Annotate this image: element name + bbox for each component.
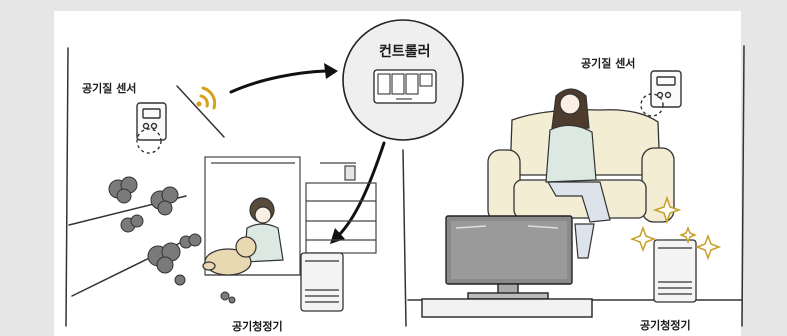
sensor-label-right: 공기질 센서 bbox=[581, 57, 636, 70]
sensor-label-left: 공기질 센서 bbox=[82, 82, 137, 95]
left-wall-line bbox=[65, 47, 69, 327]
controller-label: 컨트롤러 bbox=[379, 44, 431, 60]
right-wall-line bbox=[741, 45, 745, 327]
purifier-label-right: 공기청정기 bbox=[640, 319, 691, 332]
air-quality-sensor-right bbox=[640, 70, 682, 117]
dust-clouds bbox=[108, 176, 236, 304]
purifier-label-left: 공기청정기 bbox=[232, 320, 283, 333]
ceiling-line bbox=[176, 85, 225, 138]
divider-line bbox=[402, 149, 407, 327]
air-purifier-right bbox=[653, 239, 697, 303]
air-purifier-left bbox=[300, 252, 344, 312]
sparkle-icons bbox=[629, 195, 722, 261]
dog bbox=[202, 236, 257, 276]
air-quality-sensor-left bbox=[136, 102, 167, 154]
wireless-signal-icon bbox=[196, 86, 217, 110]
television bbox=[421, 215, 593, 318]
arrow-to-controller bbox=[229, 63, 338, 94]
woman bbox=[545, 88, 611, 259]
controller-bubble bbox=[342, 19, 464, 141]
bookshelf bbox=[305, 162, 377, 254]
